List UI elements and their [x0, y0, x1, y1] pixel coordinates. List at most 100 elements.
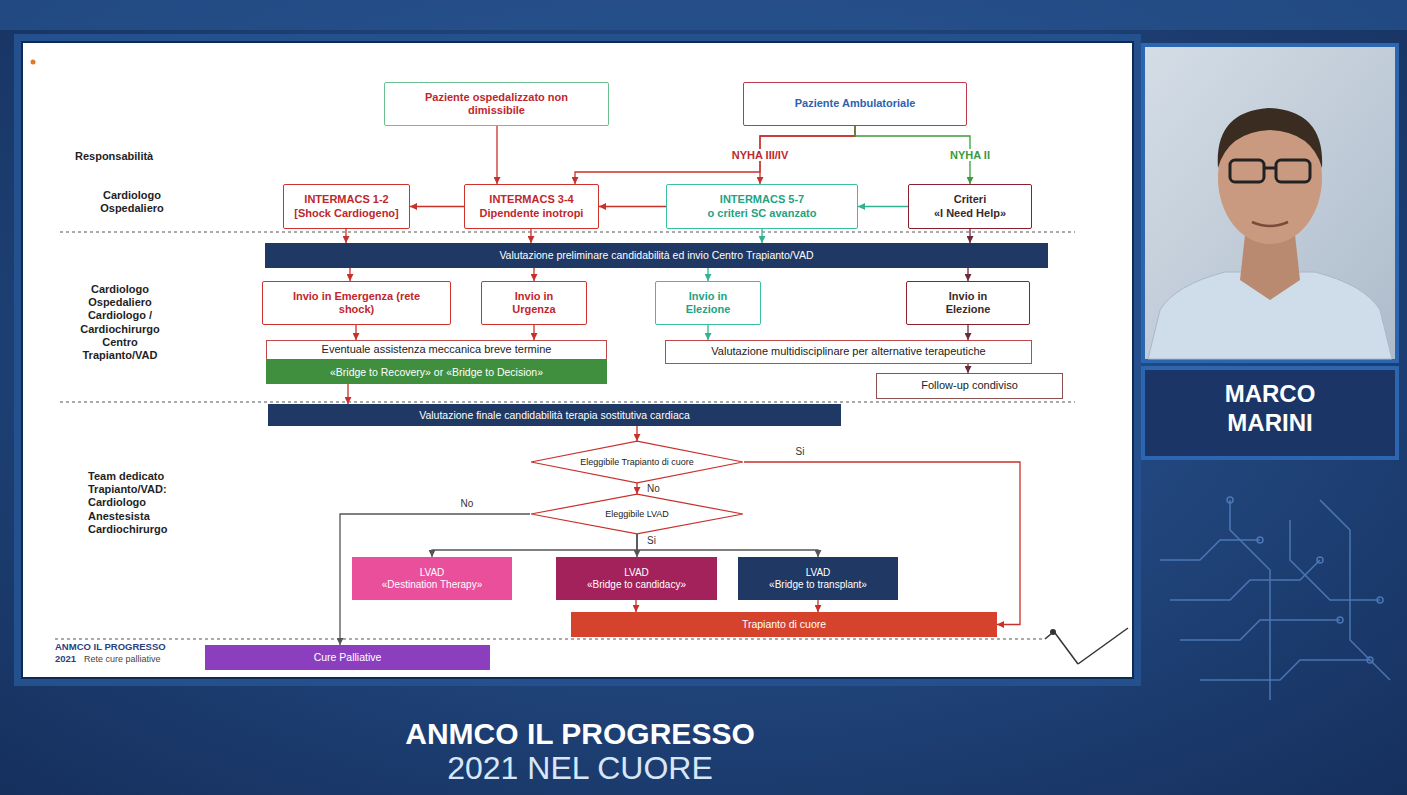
- speaker-name: MARCO MARINI: [1195, 380, 1345, 438]
- node-text: Invio in Elezione: [933, 290, 1003, 316]
- node-text: LVAD: [806, 567, 831, 579]
- note-box: Eventuale assistenza meccanica breve ter…: [266, 340, 607, 360]
- responsibility-label: Cardiologo Ospedaliero: [82, 189, 182, 215]
- name-panel: [1145, 370, 1395, 456]
- connector: [817, 600, 818, 612]
- node-text: Eleggibile Trapianto di cuore: [580, 457, 694, 468]
- circuit-node: [1227, 497, 1233, 503]
- circuit-trace: [1230, 500, 1270, 700]
- connector: [636, 483, 637, 494]
- band: Trapianto di cuore: [571, 612, 997, 637]
- node-text: «Bridge to transplant»: [769, 579, 867, 591]
- logo-text: Rete cure palliative: [84, 654, 202, 665]
- node-text: INTERMACS 5-7: [720, 193, 804, 206]
- connector: [496, 126, 497, 184]
- node-text: Criteri: [954, 193, 986, 206]
- logo-text: ANMCO IL PROGRESSO: [55, 641, 205, 652]
- node-text: «I Need Help»: [934, 207, 1006, 220]
- circuit-trace: [1290, 520, 1380, 600]
- connector: [530, 229, 531, 243]
- circuit-trace: [1200, 660, 1370, 680]
- start-box: Paziente Ambulatoriale: [743, 82, 967, 126]
- edge-label: NYHA II: [948, 149, 992, 161]
- divider-line: [60, 232, 1075, 233]
- connector: [969, 229, 970, 243]
- start-box: Paziente ospedalizzato non dimissibile: [384, 82, 609, 126]
- circuit-trace: [1160, 540, 1260, 560]
- process-box: Invio in Emergenza (rete shock): [262, 281, 451, 325]
- connector: [575, 126, 855, 184]
- circuit-trace: [1320, 500, 1390, 680]
- node-text: «Bridge to Recovery» or «Bridge to Decis…: [330, 366, 543, 379]
- node-text: LVAD: [420, 567, 445, 579]
- circuit-trace: [1180, 620, 1340, 640]
- node-text: Eleggibile LVAD: [605, 509, 669, 520]
- process-box: INTERMACS 5-7o criteri SC avanzato: [666, 184, 858, 229]
- event-logo: 2021 NEL CUORE: [380, 751, 780, 786]
- connector: [967, 268, 968, 281]
- diamond-shape: [531, 494, 743, 534]
- decision-diamond: Eleggibile LVAD: [530, 494, 744, 534]
- connector: [340, 514, 530, 645]
- connector: [967, 325, 968, 340]
- node-text: Valutazione multidisciplinare per altern…: [711, 345, 985, 358]
- slide: [22, 42, 1133, 678]
- person-glasses: [1264, 167, 1276, 170]
- connector: [967, 364, 968, 373]
- switch-line: [1055, 633, 1078, 664]
- connector: [345, 229, 346, 243]
- diamond-shape: [531, 441, 743, 483]
- decision-diamond: Eleggibile Trapianto di cuore: [530, 441, 744, 483]
- connector: [599, 206, 666, 207]
- process-box: Invio in Elezione: [906, 281, 1030, 325]
- band: Valutazione finale candidabilità terapia…: [268, 404, 841, 426]
- edge-label: No: [645, 483, 662, 495]
- connector: [707, 268, 708, 281]
- circuit-trace: [1170, 560, 1320, 600]
- node-text: Invio in Elezione: [673, 290, 743, 316]
- node-text: Paziente Ambulatoriale: [795, 97, 916, 110]
- name-frame: [1141, 366, 1399, 460]
- band: Cure Palliative: [205, 645, 490, 670]
- slide-frame: [14, 34, 1141, 686]
- connector: [636, 426, 637, 441]
- divider-line: [60, 402, 1075, 403]
- connector: [761, 229, 762, 243]
- circuit-node: [1337, 617, 1343, 623]
- node-text: INTERMACS 1-2: [304, 193, 388, 206]
- person-neck: [1240, 235, 1300, 300]
- process-box: INTERMACS 3-4Dipendente inotropi: [464, 184, 599, 229]
- connector: [707, 325, 708, 340]
- responsibility-label: Team dedicato Trapianto/VAD: Cardiologo …: [88, 470, 188, 536]
- circuit-node: [1317, 557, 1323, 563]
- responsibility-label: Cardiologo Ospedaliero Cardiologo / Card…: [72, 283, 168, 362]
- band: Valutazione preliminare candidabilità ed…: [265, 243, 1048, 268]
- node-text: Follow-up condiviso: [921, 379, 1018, 392]
- switch-line: [1045, 634, 1051, 639]
- logo-text: 2021: [55, 653, 85, 664]
- node-text: Valutazione finale candidabilità terapia…: [419, 409, 690, 422]
- node-text: Valutazione preliminare candidabilità ed…: [499, 249, 813, 262]
- photo-frame: [1141, 43, 1399, 363]
- divider-line: [55, 639, 1045, 640]
- connector: [858, 206, 908, 207]
- process-box: Invio in Elezione: [655, 281, 761, 325]
- event-logo: ANMCO IL PROGRESSO: [380, 716, 780, 752]
- connector: [347, 384, 348, 404]
- connector: [637, 534, 818, 557]
- connector: [432, 534, 637, 557]
- top-strip: [0, 0, 1407, 30]
- slide-dot: [31, 60, 36, 65]
- node-text: INTERMACS 3-4: [489, 193, 573, 206]
- therapy-box: LVAD«Bridge to transplant»: [738, 557, 898, 600]
- circuit-node: [1377, 597, 1383, 603]
- node-text: «Bridge to candidacy»: [587, 579, 686, 591]
- node-text: Dipendente inotropi: [480, 207, 584, 220]
- connector: [349, 268, 350, 281]
- circuit-pattern: [1160, 497, 1390, 700]
- note-box: Valutazione multidisciplinare per altern…: [665, 340, 1032, 364]
- node-text: [Shock Cardiogeno]: [294, 207, 399, 220]
- edge-label: Si: [794, 446, 807, 458]
